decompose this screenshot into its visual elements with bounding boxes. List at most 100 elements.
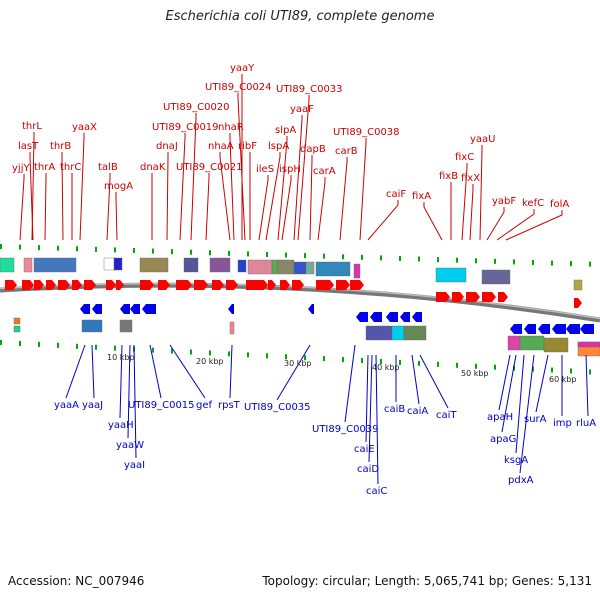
forward-gene-arrow [194, 280, 208, 290]
kbp-label: 20 kbp [196, 357, 224, 366]
top-gene-label: fixB [439, 171, 458, 182]
gene-block [271, 259, 279, 275]
kbp-label: 30 kbp [284, 359, 312, 368]
bottom-leader-line [276, 344, 311, 401]
top-leader-line [219, 152, 231, 241]
top-leader-line [277, 136, 288, 241]
gene-block [403, 325, 427, 341]
outer-tick [361, 254, 363, 260]
gene-block [81, 319, 103, 333]
gene-block [305, 261, 315, 275]
reverse-gene-arrow [356, 312, 368, 322]
inner-tick [475, 363, 477, 369]
top-gene-label: thrC [60, 162, 81, 173]
forward-gene-arrow [72, 280, 82, 290]
gene-block [315, 261, 351, 277]
bottom-gene-label: caiD [357, 464, 379, 475]
top-leader-line [258, 175, 269, 241]
top-gene-label: UTI89_C0021 [176, 162, 243, 173]
gene-block [247, 259, 273, 275]
forward-gene-arrow [452, 292, 464, 302]
top-leader-line [469, 184, 474, 241]
top-gene-label: UTI89_C0019 [152, 122, 219, 133]
top-leader-line [479, 145, 483, 241]
inner-tick [418, 360, 420, 366]
forward-gene-arrow [58, 280, 70, 290]
bottom-leader-line [65, 344, 86, 399]
outer-tick [399, 255, 401, 261]
top-gene-label: carA [313, 166, 336, 177]
top-leader-line [79, 133, 85, 241]
reverse-gene-arrow [510, 324, 522, 334]
outer-tick [437, 257, 439, 263]
inner-tick [437, 361, 439, 367]
reverse-gene-arrow [120, 304, 130, 314]
bottom-gene-label: gef [196, 400, 213, 411]
top-leader-line [190, 113, 197, 241]
forward-gene-arrow [140, 280, 154, 290]
bottom-gene-label: apaH [487, 412, 513, 423]
gene-block [543, 337, 569, 353]
forward-gene-arrow [5, 280, 17, 290]
reverse-gene-arrow [92, 304, 102, 314]
top-leader-line [19, 174, 25, 241]
inner-tick [551, 367, 553, 373]
forward-gene-arrow [316, 280, 334, 290]
bottom-leader-line [133, 344, 137, 459]
reverse-gene-arrow [524, 324, 536, 334]
bottom-gene-label: caiA [407, 406, 428, 417]
bottom-gene-label: yaaW [116, 440, 144, 451]
top-gene-label: folA [550, 199, 569, 210]
top-leader-line [166, 152, 169, 241]
bottom-leader-line [419, 354, 449, 409]
top-leader-line [281, 175, 292, 241]
outer-tick [95, 246, 97, 252]
forward-gene-arrow [46, 280, 56, 290]
gene-block [573, 279, 583, 291]
bottom-gene-label: UTI89_C0035 [244, 402, 311, 413]
outer-tick [532, 259, 534, 265]
kbp-label: 10 kbp [107, 353, 135, 362]
bottom-gene-label: yaaH [108, 420, 134, 431]
top-gene-label: yaaY [230, 63, 255, 74]
gene-block [113, 257, 123, 271]
outer-tick [171, 249, 173, 255]
gene-block [293, 261, 307, 275]
inner-tick [570, 368, 572, 374]
top-gene-label: kefC [522, 198, 544, 209]
top-leader-line [486, 207, 505, 241]
reverse-gene-arrow [400, 312, 410, 322]
top-gene-label: slpA [275, 125, 296, 136]
gene-block [391, 325, 405, 341]
reverse-gene-arrow [552, 324, 566, 334]
top-gene-label: yjjY [12, 163, 30, 174]
gene-block [365, 325, 393, 341]
bottom-gene-label: yaaJ [82, 400, 103, 411]
reverse-gene-arrow [580, 324, 594, 334]
top-leader-line [367, 200, 399, 241]
accession-label: Accession: NC_007946 [8, 574, 145, 588]
top-leader-line [293, 115, 303, 241]
gene-block [13, 325, 21, 333]
bottom-leader-line [91, 344, 95, 399]
outer-tick [342, 254, 344, 260]
top-gene-label: caiF [386, 189, 406, 200]
top-leader-line [297, 95, 310, 241]
top-leader-line [44, 173, 47, 241]
outer-tick [247, 251, 249, 257]
reverse-gene-arrow [80, 304, 90, 314]
inner-tick [266, 353, 268, 359]
top-leader-line [359, 138, 367, 241]
bottom-leader-line [127, 344, 131, 439]
forward-gene-arrow [34, 280, 44, 290]
inner-tick [494, 364, 496, 370]
outer-tick [76, 246, 78, 252]
genome-backbone [0, 282, 600, 323]
inner-tick [114, 345, 116, 351]
inner-tick [532, 366, 534, 372]
forward-gene-arrow [498, 292, 508, 302]
top-leader-line [237, 93, 246, 241]
forward-gene-arrow [106, 280, 116, 290]
forward-gene-arrow [280, 280, 290, 290]
top-leader-line [229, 133, 235, 241]
